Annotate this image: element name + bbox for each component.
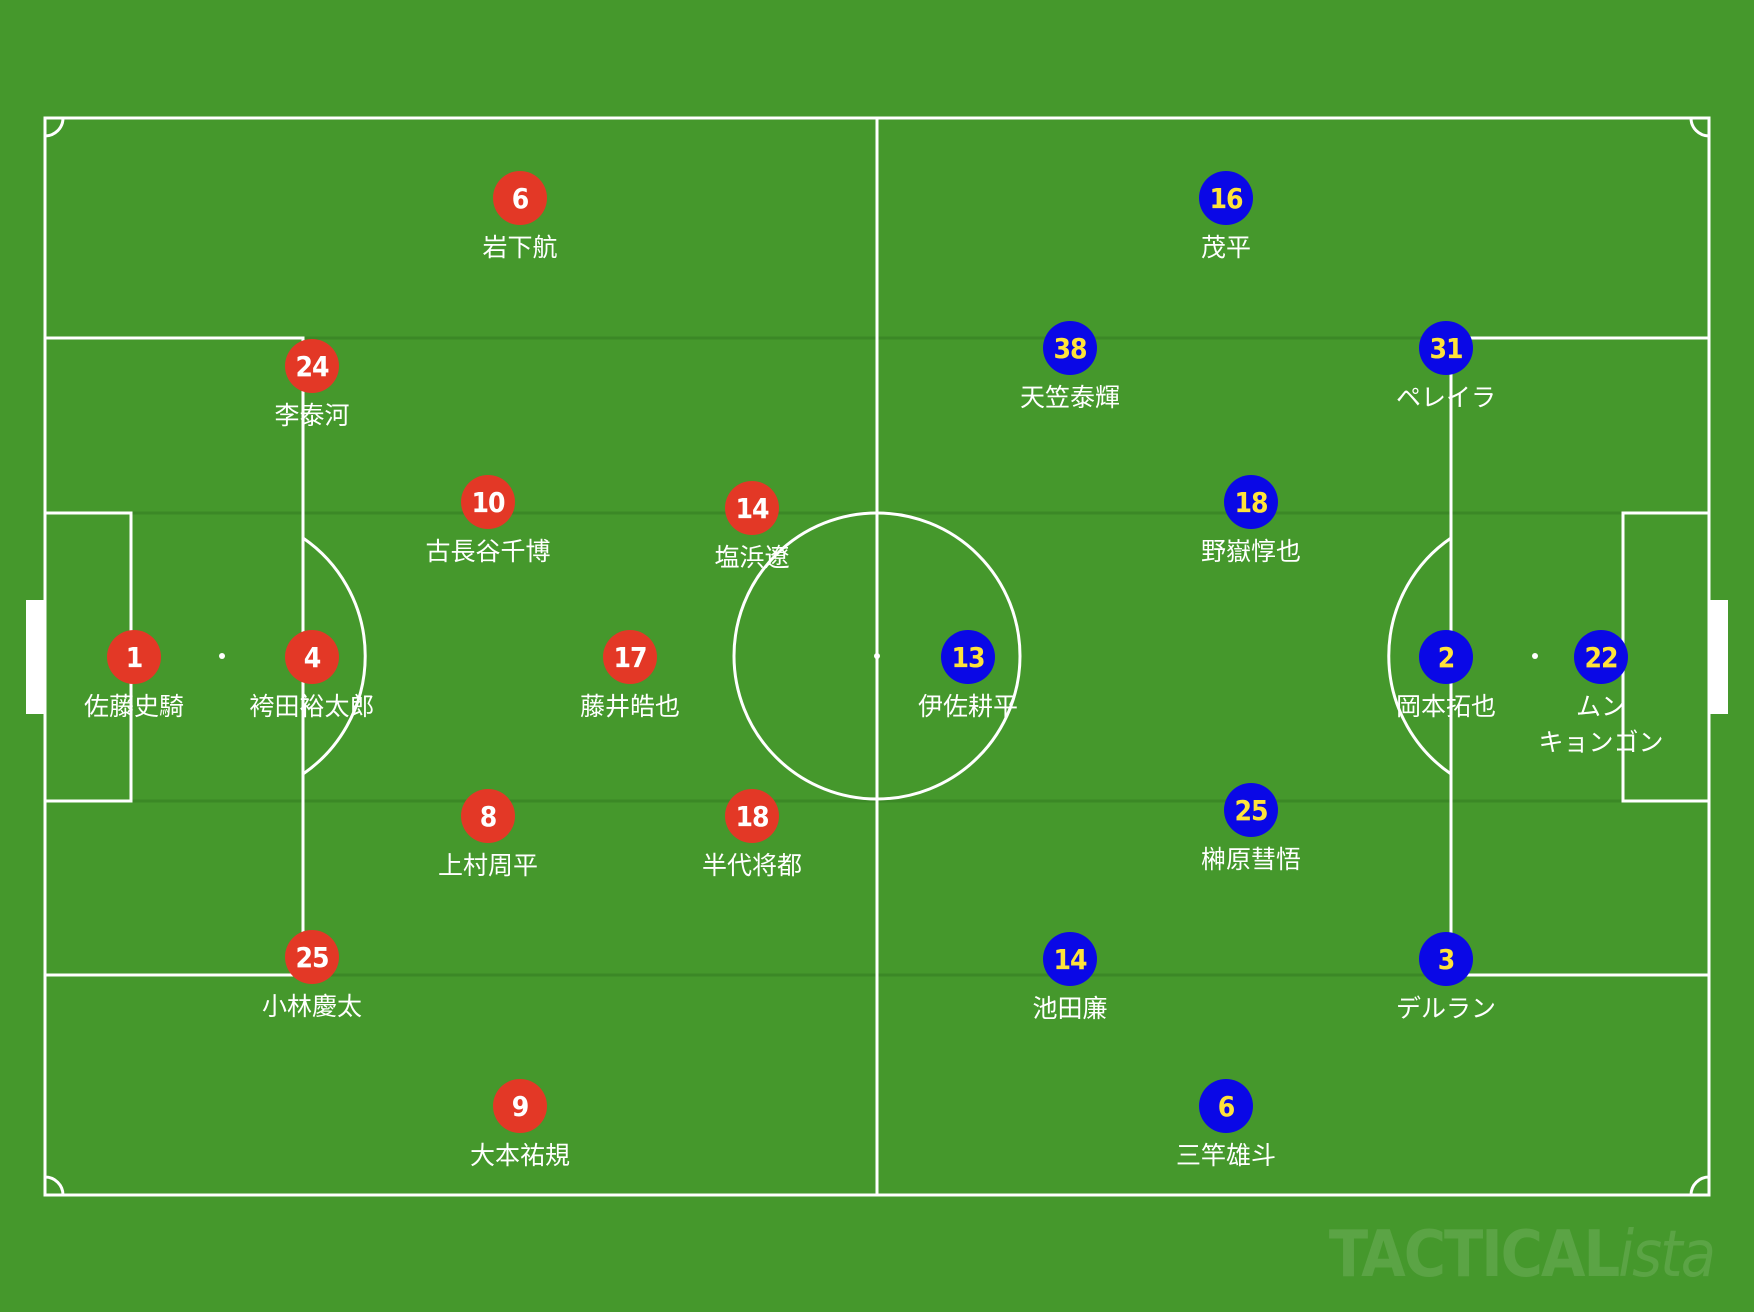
home-player: 25 小林慶太 [212, 930, 412, 1025]
away-player: 3 デルラン [1346, 932, 1546, 1027]
player-name: 三竿雄斗 [1175, 1141, 1276, 1170]
corner-arc-br [1689, 1175, 1710, 1196]
centre-circle [732, 511, 1022, 801]
player-name: 藤井皓也 [579, 692, 680, 721]
right-penalty-spot [1532, 653, 1538, 659]
home-player: 24 李泰河 [212, 339, 412, 434]
left-penalty-spot [219, 653, 225, 659]
left-goal [26, 600, 45, 714]
player-name: デルラン [1395, 994, 1496, 1023]
home-player: 6 岩下航 [420, 171, 620, 266]
player-name: 佐藤史騎 [83, 692, 184, 721]
player-number-badge: 6 [493, 171, 547, 225]
home-player: 1 佐藤史騎 [34, 630, 234, 725]
home-player: 17 藤井皓也 [530, 630, 730, 725]
home-player: 18 半代将都 [652, 789, 852, 884]
home-player: 9 大本祐規 [420, 1079, 620, 1174]
player-number-badge: 22 [1574, 630, 1628, 684]
player-number-badge: 18 [725, 789, 779, 843]
player-number-badge: 6 [1199, 1079, 1253, 1133]
centre-spot [874, 653, 880, 659]
home-player: 4 袴田裕太郎 [212, 630, 412, 725]
player-number-badge: 14 [725, 481, 779, 535]
away-player: 22 ムン キョンゴン [1501, 630, 1701, 761]
player-number-badge: 25 [285, 930, 339, 984]
corner-arc-tr [1689, 117, 1710, 138]
player-number-badge: 10 [461, 475, 515, 529]
right-penalty-arc [1387, 536, 1452, 776]
pitch-spots [219, 653, 1538, 659]
corner-arc-bl [44, 1175, 65, 1196]
player-number-badge: 1 [107, 630, 161, 684]
tacticalista-watermark: TACTICALista [1328, 1218, 1716, 1292]
home-player: 10 古長谷千博 [388, 475, 588, 570]
home-player: 14 塩浜遼 [652, 481, 852, 576]
player-number-badge: 4 [285, 630, 339, 684]
player-name: 野嶽惇也 [1200, 537, 1301, 566]
player-name: 塩浜遼 [714, 543, 790, 572]
player-number-badge: 38 [1043, 321, 1097, 375]
corner-arc-tl [44, 117, 65, 138]
player-number-badge: 9 [493, 1079, 547, 1133]
player-number-badge: 14 [1043, 932, 1097, 986]
player-name: 天笠泰輝 [1019, 383, 1120, 412]
player-name: 大本祐規 [469, 1141, 570, 1170]
player-number-badge: 31 [1419, 321, 1473, 375]
player-name: 池田廉 [1032, 994, 1108, 1023]
player-name: 李泰河 [274, 401, 350, 430]
away-player: 14 池田廉 [970, 932, 1170, 1027]
player-name: 半代将都 [701, 851, 802, 880]
player-name: 袴田裕太郎 [249, 692, 375, 721]
right-goal [1709, 600, 1728, 714]
goals [26, 600, 1728, 714]
player-name: 榊原彗悟 [1200, 845, 1301, 874]
player-name: 小林慶太 [261, 992, 362, 1021]
player-name: 上村周平 [437, 851, 538, 880]
player-number-badge: 17 [603, 630, 657, 684]
away-player: 31 ペレイラ [1346, 321, 1546, 416]
player-name: 岡本拓也 [1395, 692, 1496, 721]
away-player: 16 茂平 [1126, 171, 1326, 266]
away-player: 38 天笠泰輝 [970, 321, 1170, 416]
player-number-badge: 13 [941, 630, 995, 684]
player-name: ペレイラ [1395, 383, 1496, 412]
away-player: 2 岡本拓也 [1346, 630, 1546, 725]
left-penalty-arc [302, 536, 367, 776]
player-name: 古長谷千博 [425, 537, 551, 566]
player-name: ムン キョンゴン [1538, 692, 1664, 757]
away-player: 18 野嶽惇也 [1151, 475, 1351, 570]
player-number-badge: 8 [461, 789, 515, 843]
away-player: 6 三竿雄斗 [1126, 1079, 1326, 1174]
player-number-badge: 24 [285, 339, 339, 393]
home-player: 8 上村周平 [388, 789, 588, 884]
player-number-badge: 25 [1224, 783, 1278, 837]
player-name: 茂平 [1200, 233, 1251, 262]
player-name: 伊佐耕平 [917, 692, 1018, 721]
away-player: 25 榊原彗悟 [1151, 783, 1351, 878]
player-number-badge: 18 [1224, 475, 1278, 529]
player-number-badge: 16 [1199, 171, 1253, 225]
player-name: 岩下航 [482, 233, 558, 262]
player-number-badge: 3 [1419, 932, 1473, 986]
away-player: 13 伊佐耕平 [868, 630, 1068, 725]
player-number-badge: 2 [1419, 630, 1473, 684]
